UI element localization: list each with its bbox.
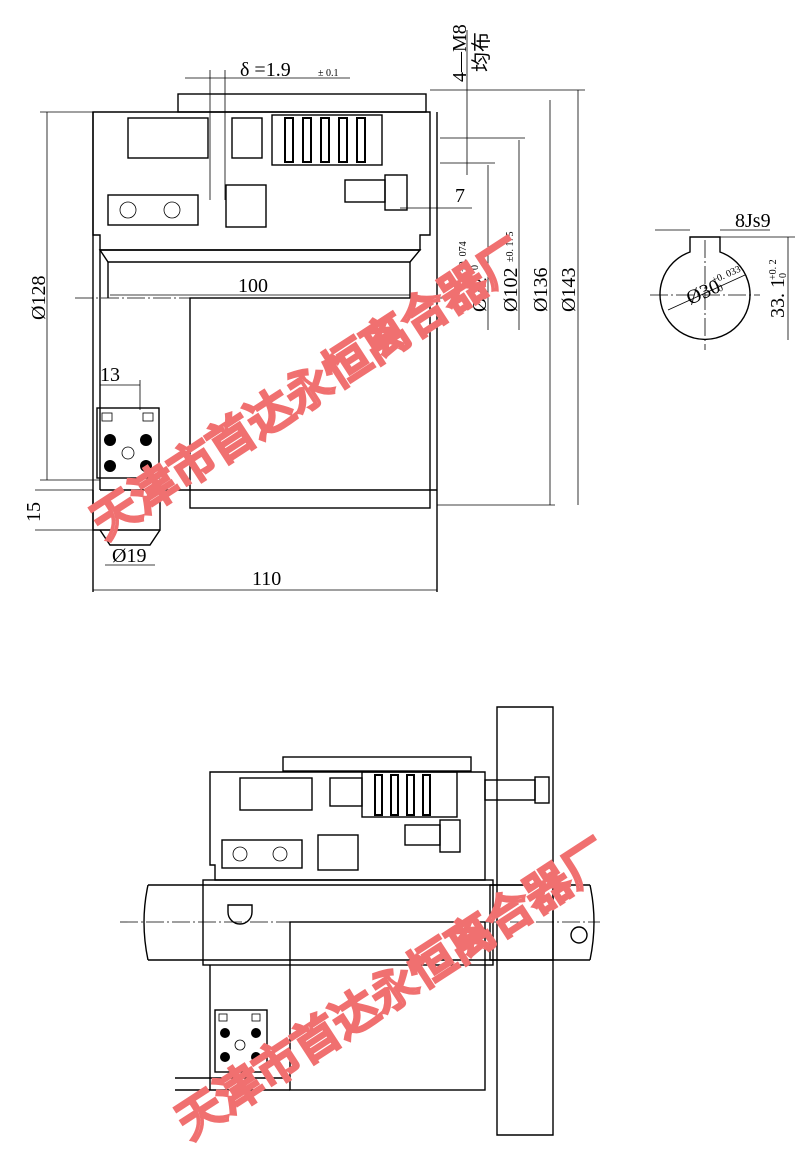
key-depth: 33. 1	[767, 278, 789, 318]
dia-72-tol-lower: 0	[470, 265, 481, 270]
housing-lower-assembly	[289, 921, 486, 1091]
key-depth-tol-upper: +0. 2	[768, 259, 779, 280]
housing-lower	[189, 297, 431, 509]
dimensions	[35, 30, 585, 591]
friction-plates	[271, 114, 383, 166]
needle-bearing	[225, 184, 267, 228]
dia-128: Ø128	[28, 276, 50, 320]
cover-plate-assembly	[282, 756, 472, 772]
assembly-view	[120, 706, 600, 1136]
gap-label: δ =1.9	[240, 59, 291, 81]
friction-plates-assembly	[361, 771, 458, 818]
len-15: 15	[23, 502, 45, 522]
terminal-block-assembly	[214, 1009, 268, 1073]
len-13: 13	[100, 364, 120, 386]
bore-tol-upper: +0. 033	[710, 264, 742, 287]
dim-7: 7	[455, 185, 465, 207]
len-110: 110	[252, 568, 281, 590]
keyway-view: 8Js9 Ø30 +0. 033 0 33. 1 +0. 2 0	[650, 210, 795, 350]
coil	[127, 117, 209, 159]
dia-19: Ø19	[112, 545, 146, 567]
bolt	[344, 179, 386, 203]
dia-72: Ø72	[469, 278, 491, 312]
cover-plate	[177, 93, 427, 113]
top-section-view: δ =1.9 ± 0.1 4—M8 均布 7 Ø72 +0. 074 0 Ø10…	[23, 24, 585, 592]
dia-102: Ø102	[500, 268, 522, 312]
gap-tolerance: ± 0.1	[318, 68, 339, 79]
watermark: 天津市首达永恒离合器厂 天津市首达永恒离合器厂	[80, 227, 621, 1149]
dia-136: Ø136	[530, 268, 552, 312]
svg-text:天津市首达永恒离合器厂: 天津市首达永恒离合器厂	[167, 828, 621, 1149]
dia-143: Ø143	[558, 268, 580, 312]
svg-text:天津市首达永恒离合器厂: 天津市首达永恒离合器厂	[82, 228, 536, 549]
thread-note: 均布	[470, 32, 493, 72]
len-100: 100	[238, 275, 268, 297]
housing-section-assembly	[209, 771, 486, 881]
key-width: 8Js9	[735, 210, 771, 232]
dia-102-tol: ±0. 175	[505, 232, 516, 263]
key-depth-tol-lower: 0	[778, 273, 789, 278]
thread-label: 4—M8	[449, 24, 471, 82]
terminal-block	[96, 407, 160, 479]
bore-tol-lower: 0	[716, 283, 725, 295]
bearing-assembly	[221, 839, 303, 869]
bearing	[107, 194, 199, 226]
dia-72-tol-upper: +0. 074	[458, 241, 469, 272]
